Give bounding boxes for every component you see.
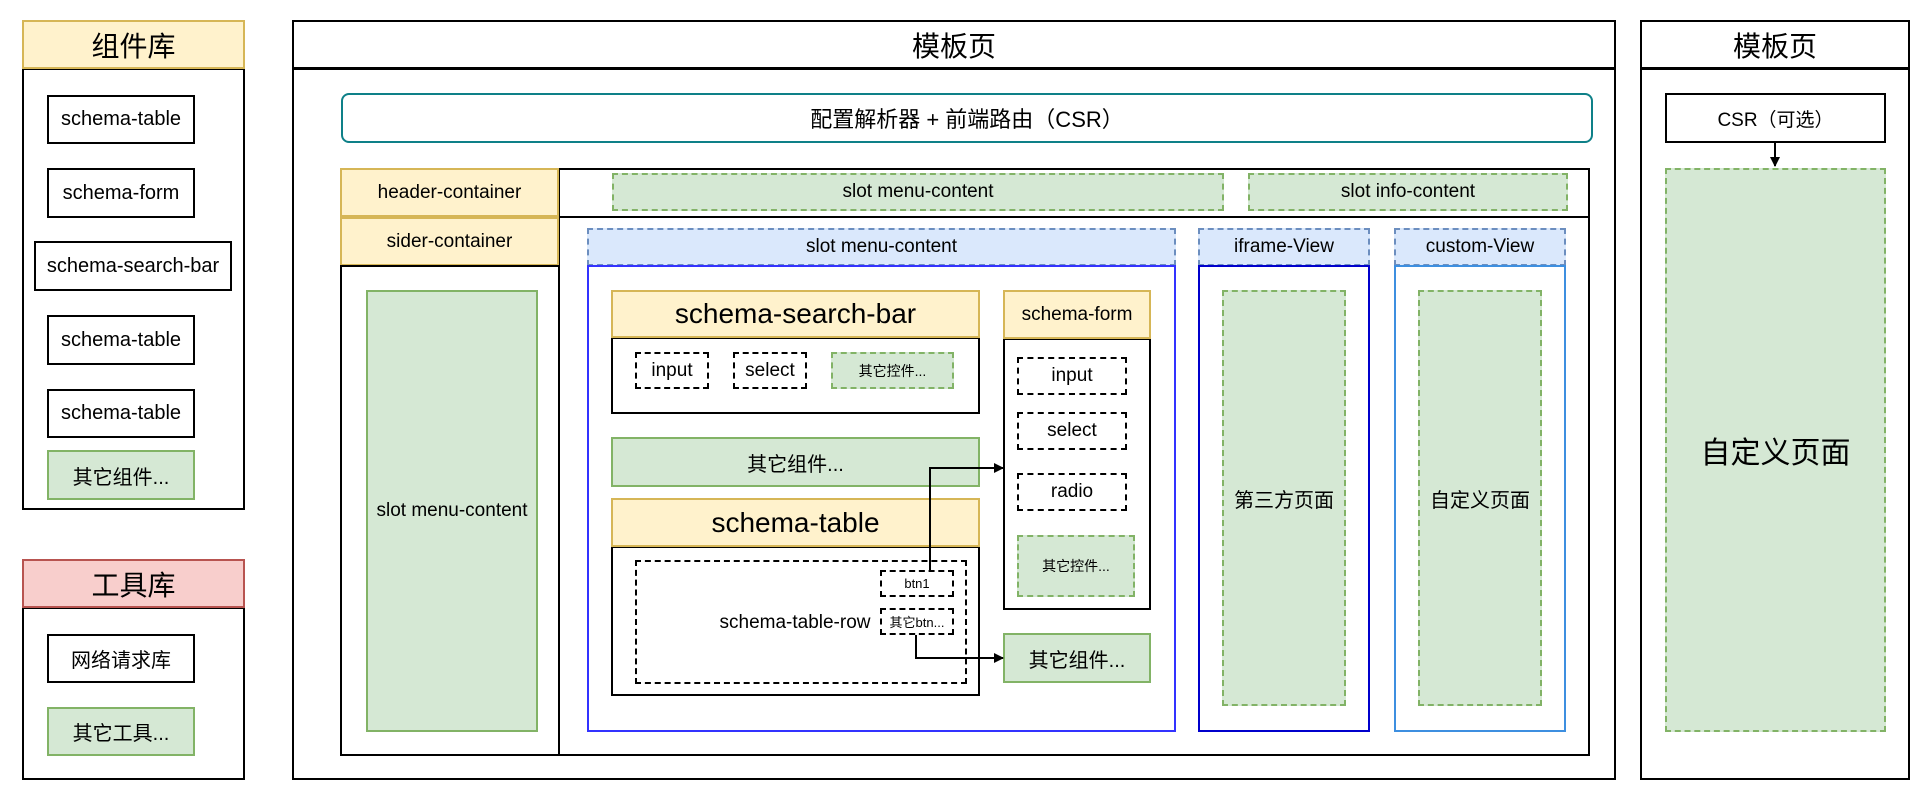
content-slot-menu-content-frame <box>587 265 1176 732</box>
tool-library-title: 工具库 <box>22 559 245 608</box>
header-slot-info-content: slot info-content <box>1248 173 1568 211</box>
sider-slot-menu-content: slot menu-content <box>366 290 538 732</box>
layout-sider-divider <box>558 168 560 756</box>
schema-table-title: schema-table <box>611 498 980 547</box>
search-bar-select: select <box>733 352 807 389</box>
header-slot-menu-content: slot menu-content <box>612 173 1224 211</box>
layout-header-divider <box>559 216 1590 218</box>
csr-optional-box: CSR（可选） <box>1665 93 1886 143</box>
layout-frame <box>340 168 1590 756</box>
search-bar-input: input <box>635 352 709 389</box>
schema-table-other-btn: 其它btn... <box>880 608 954 635</box>
component-item-other: 其它组件... <box>47 450 195 500</box>
schema-form-title: schema-form <box>1003 290 1151 339</box>
component-item-schema-table-1: schema-table <box>47 95 195 144</box>
header-container: header-container <box>340 168 559 217</box>
custom-view-frame <box>1394 265 1566 732</box>
component-item-schema-search-bar: schema-search-bar <box>34 241 232 291</box>
template-page-main-title: 模板页 <box>292 20 1616 69</box>
schema-form-radio: radio <box>1017 473 1127 511</box>
schema-table-btn1: btn1 <box>880 570 954 597</box>
tool-item-other: 其它工具... <box>47 707 195 756</box>
component-item-schema-form: schema-form <box>47 168 195 218</box>
custom-page-content: 自定义页面 <box>1665 168 1886 732</box>
component-item-schema-table-3: schema-table <box>47 389 195 438</box>
other-component-2: 其它组件... <box>1003 633 1151 683</box>
component-item-schema-table-2: schema-table <box>47 315 195 365</box>
sider-container: sider-container <box>340 217 559 266</box>
content-slot-menu-content-title: slot menu-content <box>587 228 1176 266</box>
config-parser-router: 配置解析器 + 前端路由（CSR） <box>341 93 1593 143</box>
iframe-view-content: 第三方页面 <box>1222 290 1346 706</box>
schema-form-input: input <box>1017 357 1127 395</box>
template-page-side-title: 模板页 <box>1640 20 1910 69</box>
iframe-view-title: iframe-View <box>1198 228 1370 266</box>
schema-form-select: select <box>1017 412 1127 450</box>
schema-table-row-label: schema-table-row <box>719 612 871 633</box>
schema-form-other-controls: 其它控件... <box>1017 535 1135 597</box>
search-bar-other-controls: 其它控件... <box>831 352 954 389</box>
search-bar-title: schema-search-bar <box>611 290 980 338</box>
other-component-1: 其它组件... <box>611 437 980 487</box>
custom-view-title: custom-View <box>1394 228 1566 266</box>
sider-bottom-line <box>340 265 560 267</box>
iframe-view-frame <box>1198 265 1370 732</box>
custom-view-content: 自定义页面 <box>1418 290 1542 706</box>
tool-item-network: 网络请求库 <box>47 634 195 683</box>
component-library-title: 组件库 <box>22 20 245 69</box>
